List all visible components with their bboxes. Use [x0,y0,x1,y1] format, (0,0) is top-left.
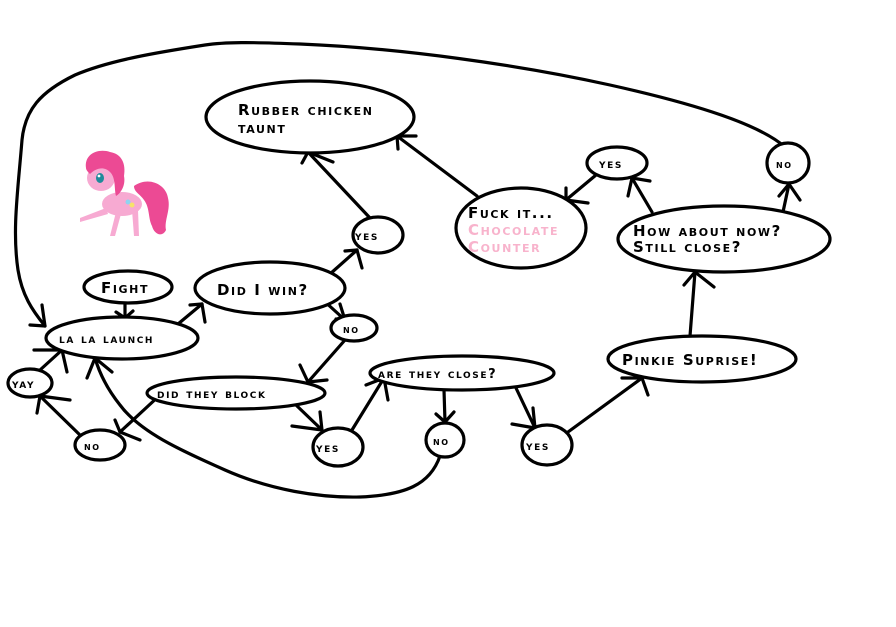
edge-suprise-to-now [688,270,697,338]
edges [13,41,802,499]
arrowhead [682,270,716,289]
arrowhead [85,356,114,380]
node-how-about-now[interactable]: How about now? Still close? [616,204,832,274]
node-pinkie-suprise[interactable]: Pinkie Suprise! [606,334,798,384]
arrowhead [777,182,802,202]
node-close-no[interactable]: no [424,421,466,459]
node-label: Still close? [633,238,742,256]
node-label: Fuck it... [468,204,554,222]
edge-win-to-yes [328,248,359,276]
node-block-no[interactable]: no [73,428,127,462]
node-label: taunt [238,119,286,137]
edge-block-to-no [118,393,162,434]
edge-yes-to-close [350,376,386,432]
node-label: yay [11,377,35,392]
node-label: Rubber chicken [238,101,374,119]
node-label: no [776,157,793,171]
arrowhead [343,248,364,270]
node-chocolate-counter[interactable]: Fuck it... Chocolate Counter [454,186,588,270]
edge-close-to-yes [514,386,537,430]
node-win-yes[interactable]: yes [351,215,405,255]
edge-no-to-yay [38,394,84,439]
arrowhead [113,418,142,442]
edge-now-no-to-la-la-launch [13,41,787,328]
node-did-i-win[interactable]: Did I win? [193,260,347,316]
node-label: no [84,439,101,453]
node-close-yes[interactable]: yes [520,423,574,467]
pony-eye-shine [97,174,101,178]
node-label: la la launch [59,332,154,347]
node-label: are they close? [378,367,497,382]
edge-no-to-block [306,338,347,384]
arrowhead [620,376,650,397]
node-label: Fight [101,279,149,297]
node-label: yes [315,441,340,456]
edge-yay-to-launch [38,348,64,372]
node-are-they-close[interactable]: are they close? [368,354,556,392]
edge-yes-to-rubber-chicken [306,150,372,220]
node-win-no[interactable]: no [329,313,379,343]
node-block-yes[interactable]: yes [311,426,365,468]
arrowhead [188,302,207,324]
edge-yes-to-chocolate [564,173,598,202]
edge-chocolate-to-rubber-chicken [395,134,479,198]
node-did-they-block[interactable]: did they block [145,375,327,411]
node-yay[interactable]: yay [6,367,54,399]
node-label: yes [598,157,623,172]
pony-mane [85,150,125,196]
node-label: did they block [157,387,267,402]
arrowhead [290,410,324,432]
node-now-yes[interactable]: yes [585,145,649,181]
arrowhead [28,303,47,328]
node-label: no [433,434,450,448]
pinkie-pie-pony [80,150,169,236]
node-label-highlight: Counter [468,238,541,256]
pony-cutie-mark [125,199,131,205]
edge-yes-to-suprise [566,376,644,434]
edge-now-to-yes [630,176,654,214]
edge-close-to-no [442,388,447,424]
node-label: yes [525,439,550,454]
edge-now-to-no [781,182,791,214]
pony-tail [134,181,169,235]
node-rubber-chicken-taunt[interactable]: Rubber chicken taunt [204,79,416,155]
node-now-no[interactable]: no [765,141,811,185]
node-label: Did I win? [217,281,309,299]
pony-cutie-mark [129,202,135,208]
node-fight[interactable]: Fight [82,269,174,305]
edge-block-to-yes [294,403,324,432]
node-label: yes [354,229,379,244]
node-label: How about now? [633,222,782,240]
node-label-highlight: Chocolate [468,221,559,239]
node-label: Pinkie Suprise! [622,351,758,369]
node-la-la-launch[interactable]: la la launch [44,315,200,361]
pony-legs [80,208,139,236]
edge-launch-to-win [176,302,204,326]
edge-close-no-to-la-la-launch [93,356,442,499]
pony-eye [96,173,104,183]
node-label: no [343,322,360,336]
nodes: Rubber chicken taunt Fight la la launch … [6,79,832,468]
